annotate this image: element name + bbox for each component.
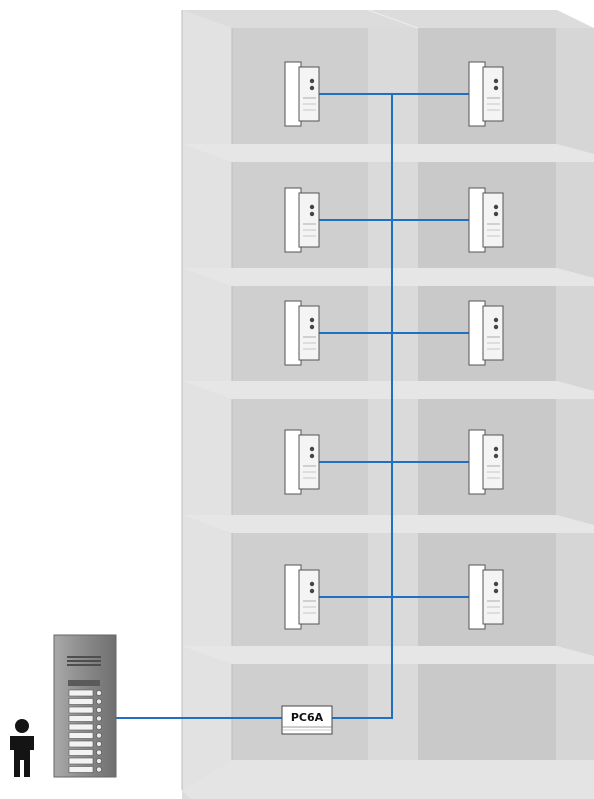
handset-icon [468,564,504,630]
name-tag [68,740,94,748]
name-tag [68,766,94,773]
handset-icon [468,61,504,127]
name-tag [68,749,94,756]
handset-icon [284,564,320,630]
call-button [96,698,102,705]
wiring [116,93,469,719]
call-button [96,690,102,696]
name-tag [68,732,94,739]
call-button [96,749,102,756]
handset-icon [284,300,320,366]
name-tag [68,689,94,697]
floor-slab-5 [182,646,594,664]
handset-icon [284,429,320,495]
name-tag [68,757,94,765]
handset-icon [468,187,504,253]
name-tag [68,706,94,714]
handset-icon [468,429,504,495]
handset-icon [284,187,320,253]
call-button [96,707,102,713]
distributor-box: PC6A [281,705,333,735]
call-button [96,724,102,730]
handset-icon [468,300,504,366]
call-button [96,766,102,773]
floor-slabs [182,144,594,664]
speaker-grille [67,656,101,666]
ground-slab [182,760,594,799]
riser-wire [332,94,393,719]
name-tag [68,698,94,705]
floor-slab-2 [182,268,594,286]
call-button [96,741,102,747]
floor-slab-4 [182,515,594,533]
floor-slab-1 [182,144,594,162]
panel-display [68,680,100,686]
call-button [96,732,102,739]
building-left-wall [182,10,232,790]
call-button [96,715,102,722]
building [181,9,594,799]
door-entry-panel [53,634,117,778]
name-tag [68,715,94,722]
visitor-person-icon [10,719,34,777]
floor-slab-3 [182,381,594,399]
handset-icon [284,61,320,127]
distributor-label: PC6A [291,711,324,724]
call-button [96,758,102,764]
name-tag [68,723,94,731]
call-buttons [68,689,102,773]
